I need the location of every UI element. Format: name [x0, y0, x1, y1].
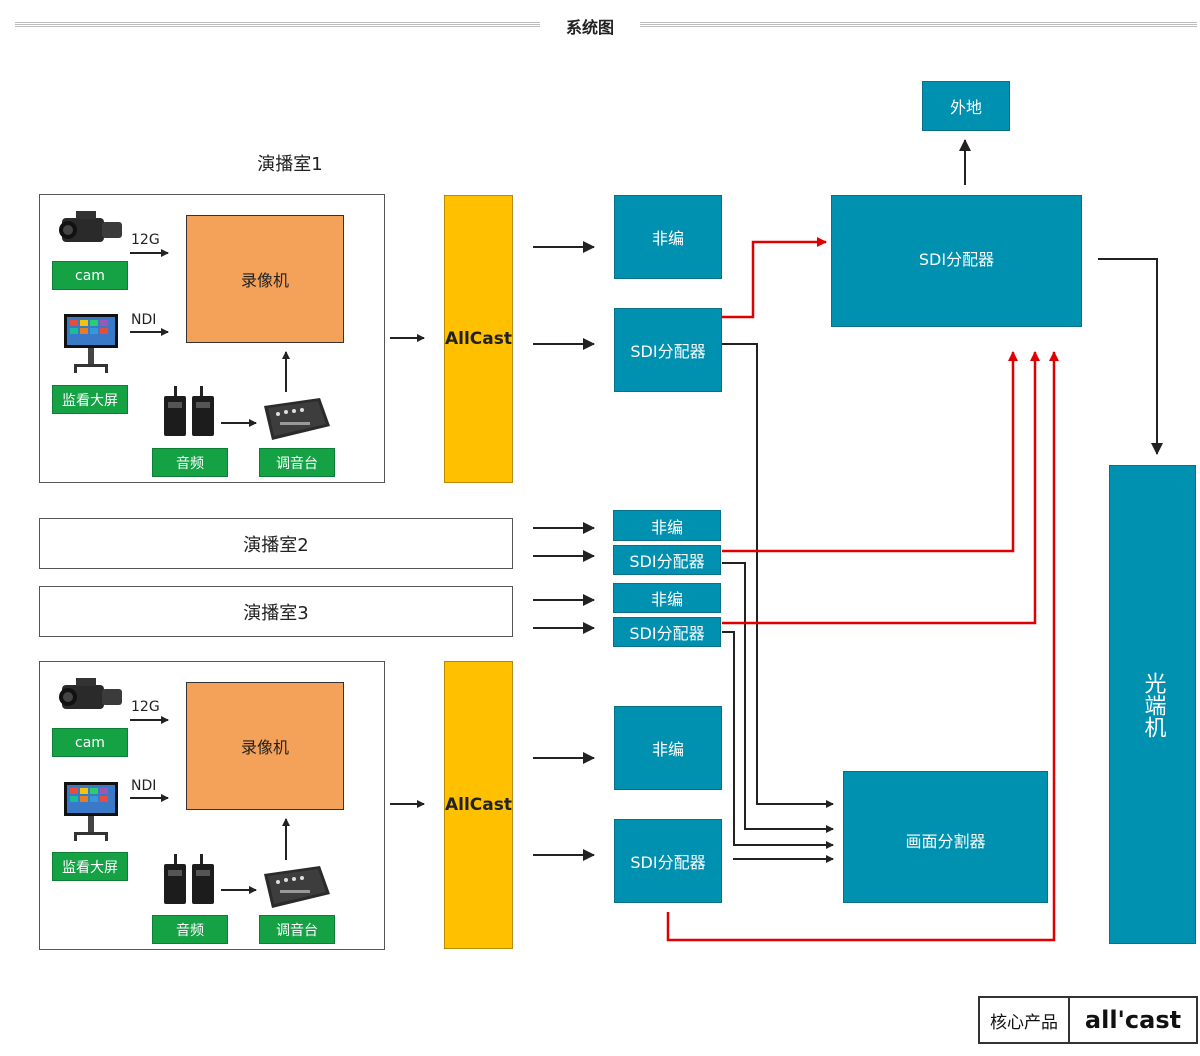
nonlinear-editor-2: 非编 [613, 510, 721, 541]
remote-site: 外地 [922, 81, 1010, 131]
nonlinear-editor-1: 非编 [614, 195, 722, 279]
studio1-monitor-tag: 监看大屏 [52, 385, 128, 414]
studio2-title: 演播室2 [243, 534, 309, 556]
multiviewer: 画面分割器 [843, 771, 1048, 903]
nonlinear-editor-4: 非编 [614, 706, 722, 790]
monitor-icon [64, 782, 118, 841]
studio3-title: 演播室3 [243, 602, 309, 624]
studio1-12g-label: 12G [131, 232, 160, 248]
studio4-recorder: 录像机 [186, 682, 344, 810]
optical-transceiver-label: 光端机 [1140, 671, 1166, 738]
studio2-box: 演播室2 [39, 518, 513, 569]
studio4-12g-label: 12G [131, 699, 160, 715]
studio4-audio-tag: 音频 [152, 915, 228, 944]
studio4-cam-tag: cam [52, 728, 128, 757]
wireless-mic-icon [164, 854, 214, 904]
studio4-monitor-tag: 监看大屏 [52, 852, 128, 881]
camera-icon [59, 678, 122, 709]
studio1-cam-tag: cam [52, 261, 128, 290]
optical-transceiver: 光端机 [1109, 465, 1196, 944]
studio4-mixer-tag: 调音台 [259, 915, 335, 944]
studio3-box: 演播室3 [39, 586, 513, 637]
studio1-mixer-tag: 调音台 [259, 448, 335, 477]
allcast-bottom: AllCast [444, 661, 513, 949]
monitor-icon [64, 314, 118, 373]
wireless-mic-icon [164, 386, 214, 436]
camera-icon [59, 211, 122, 242]
mixer-icon [264, 866, 330, 908]
allcast-top: AllCast [444, 195, 513, 483]
footer-label: 核心产品 [990, 1012, 1058, 1033]
sdi-distributor-main: SDI分配器 [831, 195, 1082, 327]
footer-brand-logo: all'cast [1068, 996, 1198, 1044]
sdi-distributor-3: SDI分配器 [613, 617, 721, 647]
brand-logo: all'cast [1084, 1006, 1182, 1034]
studio1-recorder: 录像机 [186, 215, 344, 343]
studio1-title: 演播室1 [257, 154, 323, 175]
footer-core-products: 核心产品 [978, 996, 1070, 1044]
sdi-distributor-2: SDI分配器 [613, 545, 721, 575]
sdi-distributor-4: SDI分配器 [614, 819, 722, 903]
studio1-audio-tag: 音频 [152, 448, 228, 477]
page-title: 系统图 [540, 14, 640, 38]
studio1-ndi-label: NDI [131, 312, 157, 328]
header-rule-left [15, 22, 550, 28]
mixer-icon [264, 398, 330, 440]
nonlinear-editor-3: 非编 [613, 583, 721, 613]
header-rule-right [632, 22, 1197, 28]
sdi-distributor-1: SDI分配器 [614, 308, 722, 392]
studio4-ndi-label: NDI [131, 778, 157, 794]
